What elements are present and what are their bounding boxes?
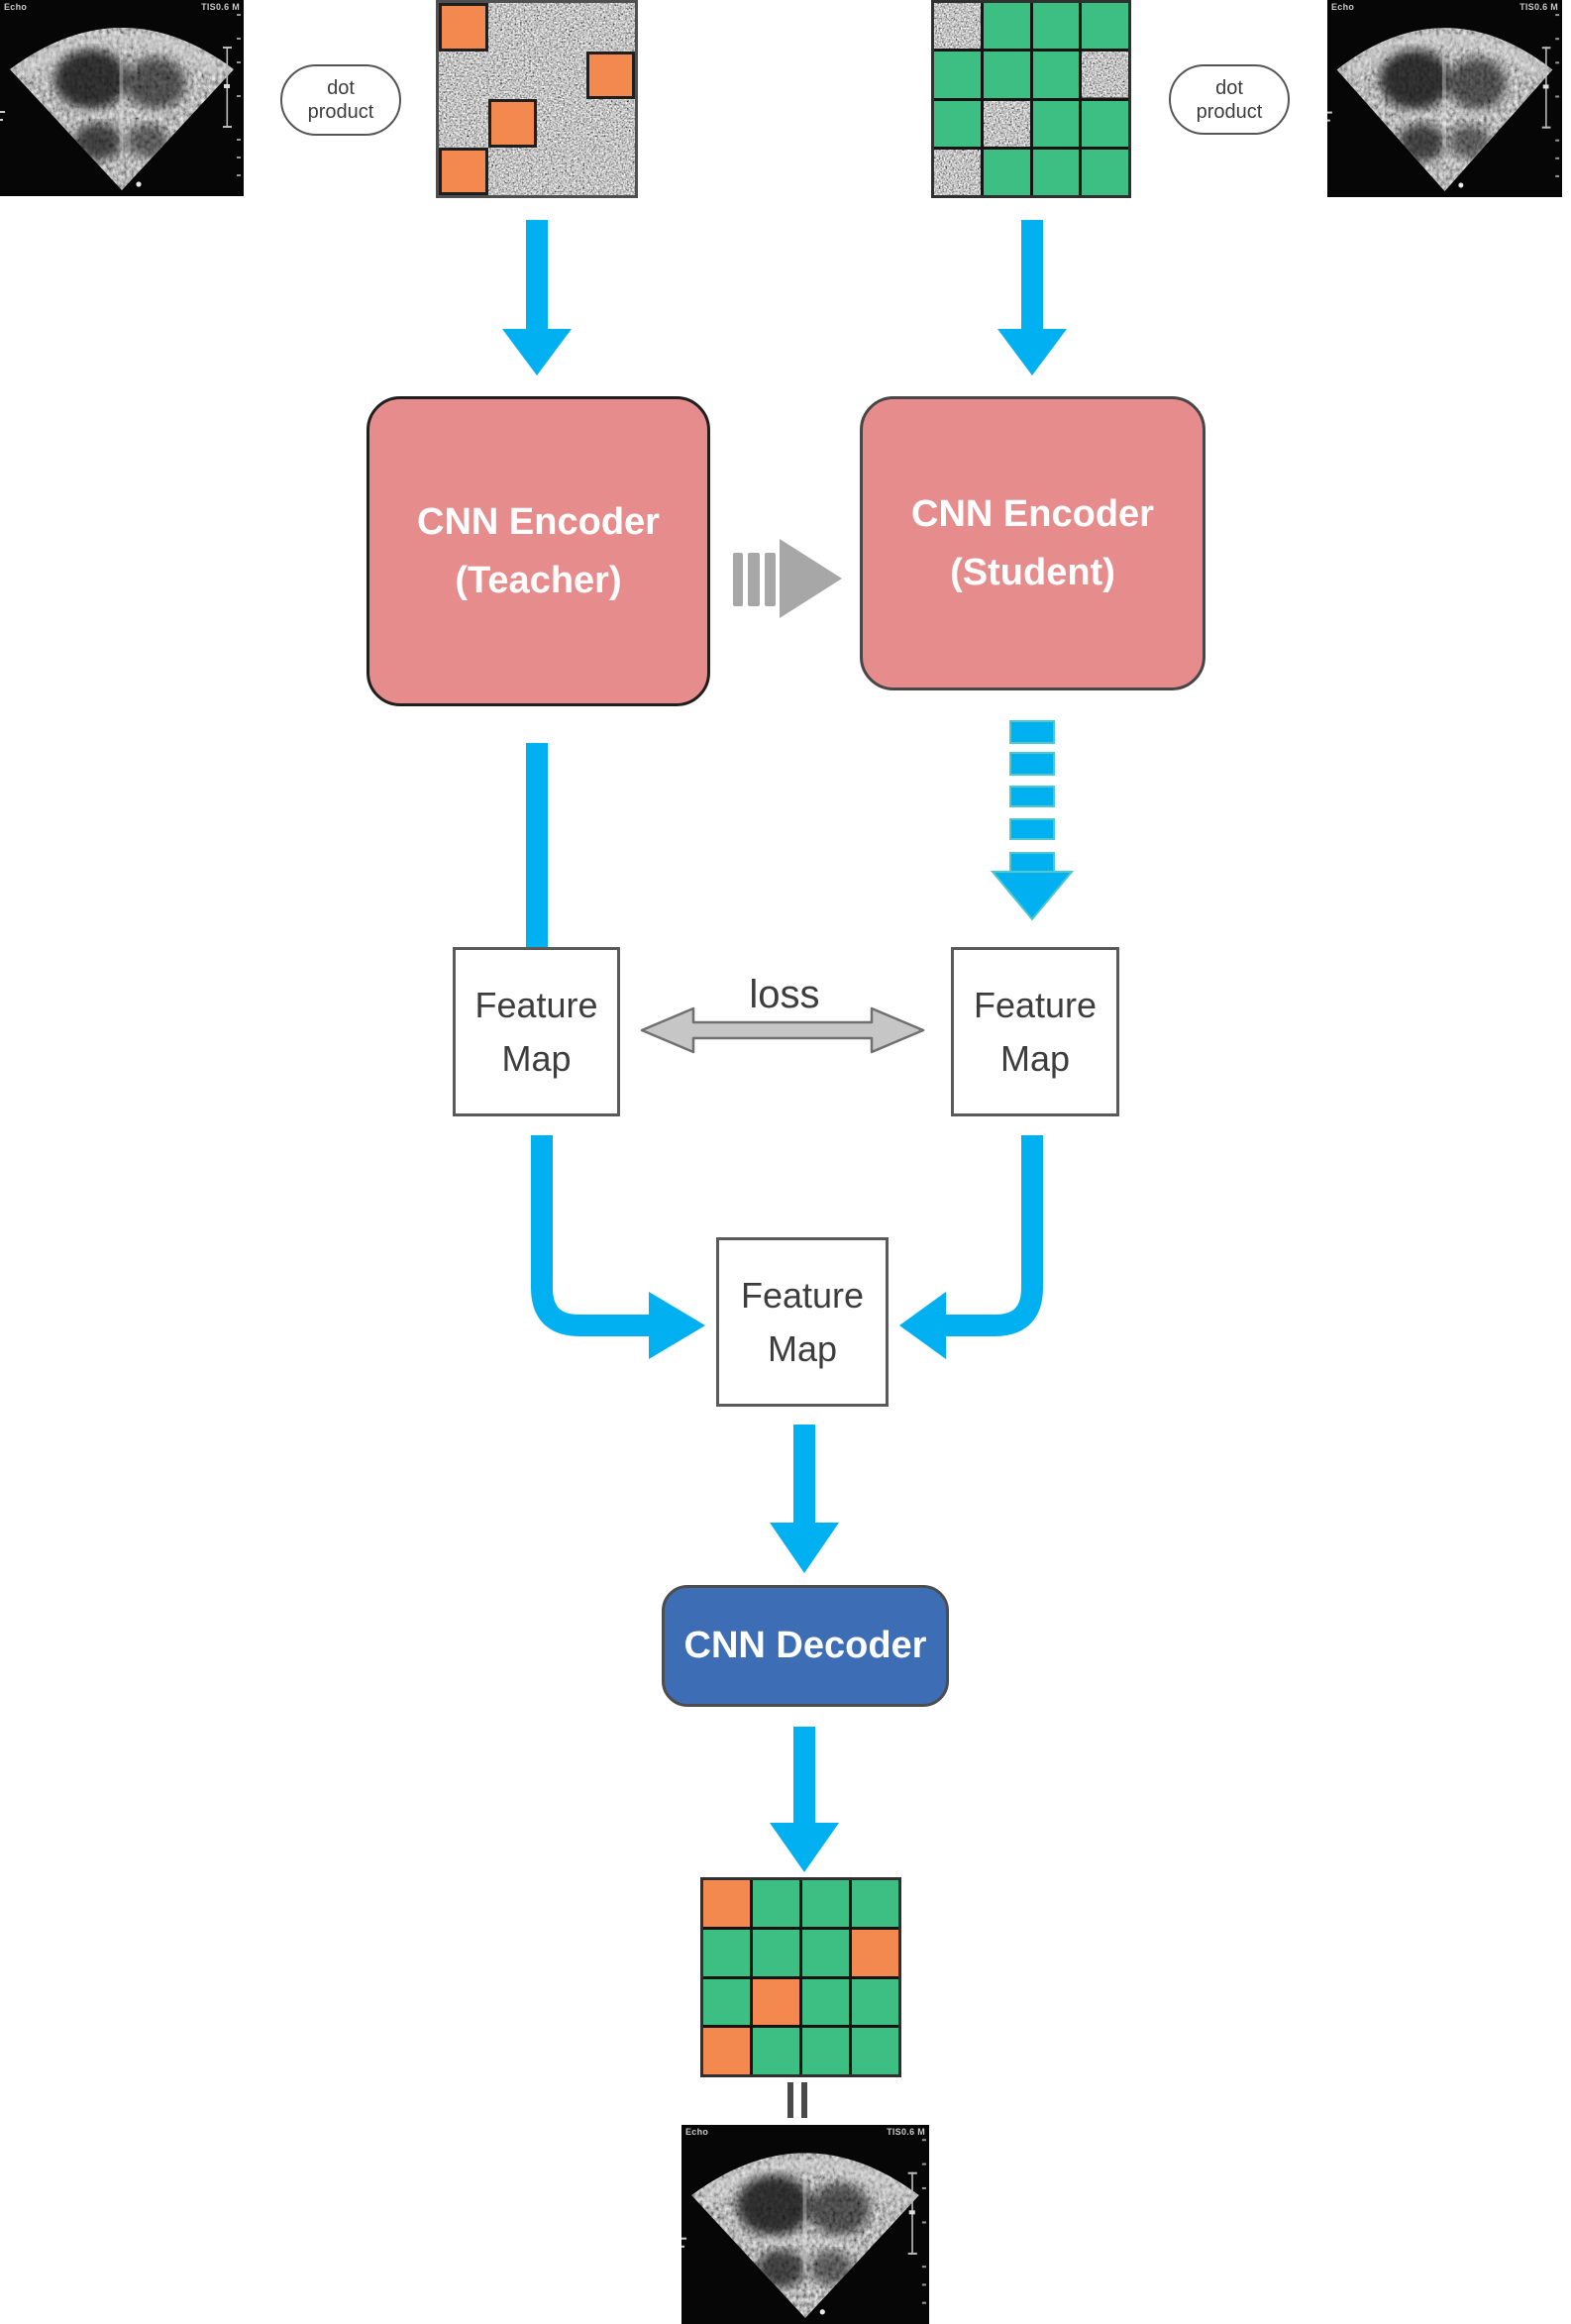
grid-cell-green bbox=[1032, 3, 1080, 50]
fm-line1: Feature bbox=[973, 984, 1098, 1025]
echo-ti-label: TIS0.6 M bbox=[201, 2, 240, 12]
dashed-arrow-student-to-featuremap-icon bbox=[990, 720, 1075, 921]
grid-cell-green bbox=[703, 1978, 750, 2026]
grid-cell-green bbox=[753, 1880, 799, 1927]
fm-line1: Feature bbox=[474, 984, 598, 1025]
grid-cell-noise bbox=[934, 3, 981, 50]
ema-weight-copy-arrow-icon bbox=[733, 539, 842, 618]
grid-cell-green bbox=[1082, 100, 1128, 147]
grid-cell-noise bbox=[537, 3, 586, 52]
dot-product-line1: dot bbox=[1215, 76, 1243, 99]
echo-modality-label: Echo bbox=[1331, 2, 1355, 12]
loss-label: loss bbox=[749, 973, 820, 1016]
arrow-grid-to-student-icon bbox=[997, 220, 1067, 375]
fm-line2: Map bbox=[501, 1037, 572, 1079]
grid-cell-noise bbox=[537, 51, 586, 99]
grid-cell-green bbox=[934, 52, 981, 98]
grid-cell-green bbox=[983, 149, 1030, 195]
grid-cell-noise bbox=[585, 99, 635, 148]
grid-cell-noise bbox=[934, 149, 981, 195]
dot-product-badge-right: dot product bbox=[1169, 64, 1290, 135]
grid-cell-noise bbox=[983, 100, 1030, 147]
grid-cell-green bbox=[983, 3, 1030, 50]
grid-cell-green bbox=[852, 1880, 898, 1927]
grid-cell-green bbox=[802, 1880, 849, 1927]
grid-cell-orange bbox=[487, 99, 537, 148]
grid-cell-noise bbox=[487, 147, 537, 195]
grid-cell-orange bbox=[439, 147, 488, 195]
ultrasound-fan-graphic bbox=[1327, 0, 1562, 197]
ultrasound-fan-graphic bbox=[0, 0, 244, 196]
grid-cell-green bbox=[1082, 3, 1128, 50]
echo-ti-label: TIS0.6 M bbox=[1519, 2, 1558, 12]
echo-input-teacher-image: Echo TIS0.6 M bbox=[0, 0, 244, 196]
dot-product-line2: product bbox=[1196, 100, 1263, 123]
grid-cell-noise bbox=[537, 147, 586, 195]
fm-line2: Map bbox=[999, 1037, 1071, 1079]
grid-cell-noise bbox=[487, 51, 537, 99]
grid-cell-green bbox=[983, 52, 1030, 98]
masked-input-grid-student bbox=[931, 0, 1131, 198]
grid-cell-noise bbox=[439, 51, 488, 99]
merge-arrow-right-icon bbox=[899, 1135, 1043, 1359]
grid-cell-green bbox=[802, 1978, 849, 2026]
student-label-line2: (Student) bbox=[950, 551, 1115, 593]
cnn-decoder-node: CNN Decoder bbox=[662, 1585, 949, 1707]
grid-cell-orange bbox=[439, 3, 488, 52]
grid-cell-green bbox=[703, 1929, 750, 1976]
dot-product-line1: dot bbox=[327, 77, 355, 99]
reconstruction-grid bbox=[700, 1877, 901, 2077]
grid-cell-orange bbox=[753, 1978, 799, 2026]
fm-line2: Map bbox=[767, 1327, 838, 1369]
echo-ti-label: TIS0.6 M bbox=[887, 2127, 925, 2137]
student-label-line1: CNN Encoder bbox=[911, 492, 1154, 535]
echo-input-student-image: Echo TIS0.6 M bbox=[1327, 0, 1562, 197]
grid-cell-green bbox=[1032, 52, 1080, 98]
teacher-label-line1: CNN Encoder bbox=[417, 500, 660, 543]
cnn-encoder-teacher-node: CNN Encoder (Teacher) bbox=[367, 396, 710, 706]
ultrasound-fan-graphic bbox=[681, 2125, 929, 2324]
feature-map-teacher-node: Feature Map bbox=[453, 947, 620, 1116]
grid-cell-green bbox=[753, 1929, 799, 1976]
grid-cell-green bbox=[1082, 149, 1128, 195]
merge-arrow-left-icon bbox=[531, 1135, 705, 1359]
feature-map-student-node: Feature Map bbox=[951, 947, 1119, 1116]
grid-cell-green bbox=[852, 1978, 898, 2026]
fm-line1: Feature bbox=[740, 1274, 865, 1316]
loss-double-arrow-icon bbox=[640, 1006, 925, 1054]
teacher-label-line2: (Teacher) bbox=[455, 559, 622, 601]
echo-modality-label: Echo bbox=[685, 2127, 709, 2137]
feature-map-merged-node: Feature Map bbox=[716, 1237, 889, 1407]
decoder-label: CNN Decoder bbox=[683, 1625, 927, 1666]
dot-product-badge-left: dot product bbox=[280, 64, 401, 136]
grid-cell-green bbox=[852, 2028, 898, 2074]
grid-cell-orange bbox=[852, 1929, 898, 1976]
grid-cell-green bbox=[802, 1929, 849, 1976]
grid-cell-green bbox=[802, 2028, 849, 2074]
grid-cell-noise bbox=[585, 147, 635, 195]
arrow-decoder-to-output-icon bbox=[770, 1727, 839, 1872]
arrow-grid-to-teacher-icon bbox=[502, 220, 572, 375]
grid-cell-noise bbox=[1082, 52, 1128, 98]
grid-cell-green bbox=[1032, 100, 1080, 147]
echo-modality-label: Echo bbox=[4, 2, 28, 12]
grid-cell-noise bbox=[585, 3, 635, 52]
grid-cell-green bbox=[1032, 149, 1080, 195]
grid-cell-noise bbox=[537, 99, 586, 148]
grid-cell-green bbox=[934, 100, 981, 147]
echo-output-image: Echo TIS0.6 M bbox=[681, 2125, 929, 2324]
arrow-featuremap-to-decoder-icon bbox=[770, 1425, 839, 1573]
masked-input-grid-teacher bbox=[436, 0, 638, 198]
grid-cell-orange bbox=[703, 1880, 750, 1927]
grid-cell-noise bbox=[487, 3, 537, 52]
grid-cell-orange bbox=[703, 2028, 750, 2074]
equals-icon bbox=[787, 2082, 807, 2118]
dot-product-line2: product bbox=[307, 101, 374, 123]
grid-cell-orange bbox=[585, 51, 635, 99]
grid-cell-noise bbox=[439, 99, 488, 148]
cnn-encoder-student-node: CNN Encoder (Student) bbox=[860, 396, 1205, 690]
grid-cell-green bbox=[753, 2028, 799, 2074]
